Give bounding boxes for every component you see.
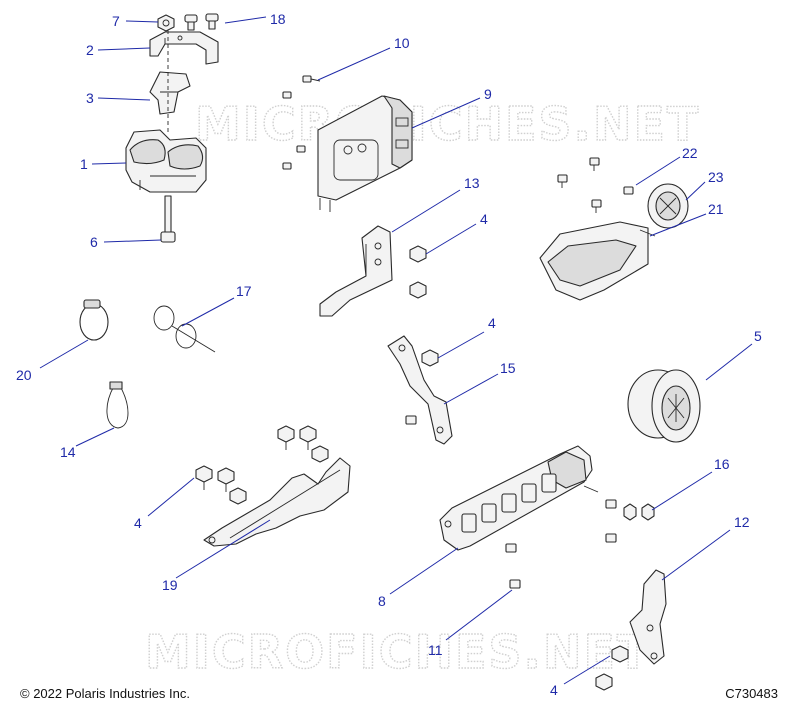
callout-6: 6	[90, 234, 98, 250]
nut-part-16-a	[623, 503, 637, 521]
screw-part-4-bracket19-a	[195, 465, 213, 490]
leader-lines	[39, 16, 753, 685]
grommet-part-23	[647, 183, 689, 229]
screw-part-22-b	[589, 157, 600, 171]
callout-4-d: 4	[550, 682, 558, 698]
copyright-notice: © 2022 Polaris Industries Inc.	[20, 686, 190, 701]
hose-clamp-part-20	[79, 299, 109, 341]
callout-13: 13	[464, 175, 480, 191]
screw-part-11-b	[509, 579, 521, 589]
bolt-part-6	[160, 195, 176, 243]
callout-4-a: 4	[480, 211, 488, 227]
bracket-part-2	[149, 31, 219, 65]
ecu-part-9	[317, 95, 413, 212]
cable-strap-part-14	[106, 381, 129, 429]
screw-bracket15-lower	[405, 415, 417, 425]
callout-7: 7	[112, 13, 120, 29]
watermark-bottom: MICROFICHES.NET	[145, 625, 650, 679]
callout-20: 20	[16, 367, 32, 383]
screw-part-4-bracket19-f	[311, 445, 329, 463]
callout-23: 23	[708, 169, 724, 185]
callouts: 7 2 3 1 6 18 10 9 13 4 22 23 21 20 17 14…	[16, 11, 762, 698]
callout-18: 18	[270, 11, 286, 27]
callout-21: 21	[708, 201, 724, 217]
callout-1: 1	[80, 156, 88, 172]
connector-housing-part-21	[539, 221, 656, 301]
boot-grommet-part-5	[627, 369, 701, 443]
callout-5: 5	[754, 328, 762, 344]
screw-part-4-bracket19-e	[299, 425, 317, 450]
screw-part-4-bracket13-b	[409, 281, 427, 299]
callout-19: 19	[162, 577, 178, 593]
screw-part-18-left	[184, 14, 198, 31]
callout-4-c: 4	[134, 515, 142, 531]
screw-part-4-bracket19-d	[277, 425, 295, 450]
screw-ecu-3	[296, 145, 306, 153]
screw-part-4-bracket12-b	[595, 673, 613, 691]
screw-part-4-bracket12-a	[611, 645, 629, 663]
screw-part-22-d	[591, 199, 602, 213]
clip-part-3	[149, 71, 191, 115]
screw-ecu-1	[282, 91, 292, 99]
screw-block-b	[605, 533, 617, 543]
screw-part-11-a	[505, 543, 517, 553]
bracket-part-19	[203, 457, 351, 547]
callout-10: 10	[394, 35, 410, 51]
screw-ecu-2	[282, 162, 292, 170]
callout-15: 15	[500, 360, 516, 376]
screw-block-a	[605, 499, 617, 509]
screw-part-22-a	[557, 174, 568, 188]
callout-4-b: 4	[488, 315, 496, 331]
callout-8: 8	[378, 593, 386, 609]
nut-part-16-b	[641, 503, 655, 521]
callout-17: 17	[236, 283, 252, 299]
callout-16: 16	[714, 456, 730, 472]
screw-part-22-c	[623, 186, 634, 195]
screw-part-4-bracket19-b	[217, 467, 235, 492]
screw-part-4-bracket19-c	[229, 487, 247, 505]
callout-3: 3	[86, 90, 94, 106]
callout-11: 11	[428, 642, 443, 658]
screw-part-10	[302, 75, 321, 83]
bracket-part-13	[319, 225, 393, 317]
callout-2: 2	[86, 42, 94, 58]
callout-14: 14	[60, 444, 76, 460]
bracket-part-12	[629, 569, 667, 665]
screw-part-4-bracket13-a	[409, 245, 427, 263]
screw-part-4-bracket15	[421, 349, 439, 367]
bracket-part-15	[387, 335, 453, 445]
drawing-number: C730483	[725, 686, 778, 701]
ignition-coil-part-1	[125, 129, 207, 193]
fuse-relay-block-part-8	[439, 445, 599, 551]
callout-9: 9	[484, 86, 492, 102]
callout-12: 12	[734, 514, 750, 530]
screw-part-18-right	[205, 13, 219, 30]
callout-22: 22	[682, 145, 698, 161]
wire-clamp-part-17	[153, 305, 216, 353]
nut-part-7	[157, 14, 175, 32]
watermark-top: MICROFICHES.NET	[195, 97, 700, 151]
